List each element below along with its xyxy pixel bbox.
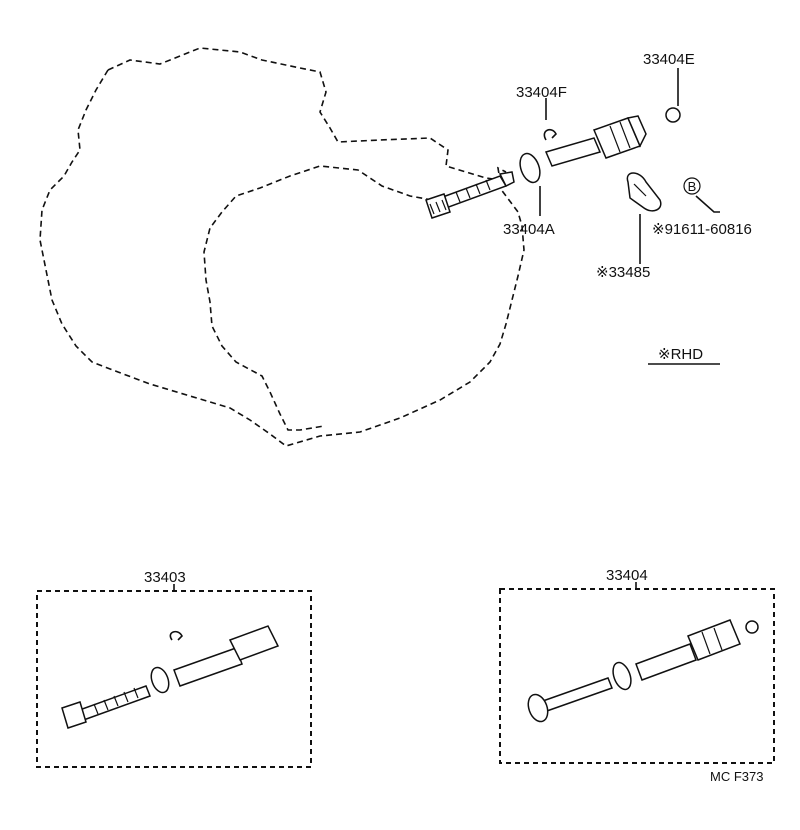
leader-lines-upper bbox=[539, 68, 720, 264]
label-33404f: 33404F bbox=[516, 84, 567, 101]
transmission-housing-outline bbox=[39, 47, 525, 447]
label-33404: 33404 bbox=[606, 567, 648, 584]
lock-plate-33485 bbox=[626, 172, 662, 212]
label-33404e: 33404E bbox=[643, 51, 695, 68]
box-33403: 33403 bbox=[36, 569, 312, 768]
speedometer-sleeve-upper bbox=[544, 115, 647, 167]
label-33404a: 33404A bbox=[503, 221, 555, 238]
label-rhd: ※RHD bbox=[658, 346, 703, 363]
o-ring-33404a bbox=[519, 152, 541, 184]
figure-code: MC F373 bbox=[710, 769, 763, 784]
box-33404: 33404 bbox=[499, 567, 775, 764]
nut-33404e bbox=[665, 107, 681, 123]
bolt-mark: B bbox=[688, 179, 697, 194]
driven-gear-shaft bbox=[425, 171, 515, 219]
label-91611-60816: ※91611-60816 bbox=[652, 221, 752, 238]
bolt-mark-circle bbox=[683, 177, 701, 195]
label-33485: ※33485 bbox=[596, 264, 650, 281]
clip-33404f bbox=[543, 128, 557, 141]
label-33403: 33403 bbox=[144, 569, 186, 586]
